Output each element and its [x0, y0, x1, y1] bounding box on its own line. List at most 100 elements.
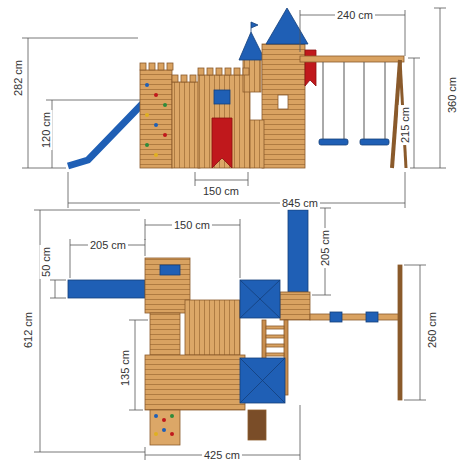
turret-roof — [239, 32, 265, 60]
crenellations — [158, 63, 164, 70]
slide-plan — [288, 210, 308, 292]
seat-plan — [330, 312, 342, 322]
dimension-lines — [300, 405, 301, 460]
dimension-lines — [68, 203, 405, 204]
roof-ridge — [240, 358, 285, 403]
dimension-lines — [22, 38, 138, 39]
crenellations — [140, 63, 146, 70]
climbing-wall-plan — [150, 410, 180, 445]
dimension-lines — [135, 320, 136, 410]
crenellations — [172, 75, 178, 82]
seat-plan — [366, 312, 378, 322]
dimension-label: 205 cm — [88, 239, 128, 252]
climbing-holds — [170, 414, 174, 418]
tower-roof — [266, 8, 308, 44]
gate-window — [214, 90, 230, 104]
crenellations — [216, 68, 222, 75]
swing-ropes — [323, 62, 385, 140]
dimension-label: 845 cm — [280, 197, 320, 210]
dimension-label: 240 cm — [335, 9, 375, 22]
lower-platform — [145, 355, 245, 410]
dimension-label: 150 cm — [201, 185, 241, 198]
ladder — [266, 335, 284, 338]
climbing-holds — [162, 418, 166, 422]
dimension-lines — [22, 8, 446, 208]
crenellations — [243, 68, 249, 75]
dimension-lines — [145, 239, 146, 256]
dimension-label: 205 cm — [319, 228, 332, 268]
dimension-lines — [22, 168, 66, 169]
swing-ropes — [344, 62, 345, 140]
crenellations — [190, 75, 196, 82]
slide-plan — [68, 280, 145, 298]
dimension-lines — [50, 280, 66, 281]
gate-block — [198, 75, 250, 168]
dimension-label: 135 cm — [119, 348, 132, 388]
crenellations — [181, 75, 187, 82]
flag — [251, 22, 258, 32]
dimension-label: 215 cm — [399, 105, 412, 145]
ladder — [266, 353, 284, 356]
climbing-holds — [154, 153, 158, 157]
dimension-lines — [404, 400, 426, 401]
dimension-lines — [50, 298, 66, 299]
swing-ropes — [364, 62, 365, 140]
dimension-lines — [434, 8, 446, 9]
dimension-lines — [28, 38, 29, 168]
dimension-lines — [70, 239, 71, 278]
climbing-holds — [145, 113, 149, 117]
post-plan — [398, 265, 402, 400]
dimension-lines — [34, 210, 140, 211]
climbing-holds — [154, 93, 158, 97]
dimension-lines — [129, 320, 148, 321]
wall-plan — [185, 300, 240, 355]
swing-ropes — [323, 62, 324, 140]
climbing-holds — [154, 432, 158, 436]
wall-block — [172, 82, 200, 168]
climbing-holds — [154, 414, 158, 418]
climbing-holds — [145, 143, 149, 147]
ramp — [150, 313, 180, 360]
roof-plan — [240, 280, 280, 318]
swing-seat — [319, 139, 348, 145]
climbing-holds — [163, 133, 167, 137]
main-tower — [262, 44, 305, 168]
roof-ridge — [240, 280, 280, 318]
dimension-lines — [68, 172, 69, 208]
tower-window — [278, 95, 288, 109]
tower-banner — [305, 50, 316, 86]
slide — [68, 100, 146, 166]
crenellations — [140, 63, 249, 82]
dimension-label: 425 cm — [202, 449, 242, 462]
dimension-lines — [145, 219, 146, 240]
dimension-label: 150 cm — [172, 219, 212, 232]
plan-view — [68, 210, 402, 445]
dimension-lines — [55, 280, 56, 298]
side-elevation — [68, 8, 406, 168]
ladder — [266, 344, 284, 347]
dimension-lines — [405, 172, 406, 208]
crenellations — [225, 68, 231, 75]
dimension-label: 120 cm — [40, 110, 53, 150]
climbing-holds — [162, 428, 166, 432]
climbing-holds — [145, 83, 149, 87]
swing-beam — [300, 56, 404, 62]
swing-ropes — [385, 62, 386, 140]
turret — [243, 58, 261, 92]
dimension-lines — [240, 219, 241, 278]
dimension-lines — [145, 447, 146, 460]
dimension-lines — [408, 58, 420, 59]
dimension-lines — [195, 172, 196, 186]
dimension-lines — [300, 10, 301, 52]
dimension-lines — [34, 208, 426, 460]
dimension-lines — [404, 265, 426, 266]
slide-platform — [280, 292, 310, 320]
dimension-lines — [129, 410, 143, 411]
climbing-holds — [163, 103, 167, 107]
gate-banner — [212, 118, 232, 168]
climbing-holds — [154, 414, 174, 436]
ladder — [266, 326, 284, 329]
crenellations — [207, 68, 213, 75]
